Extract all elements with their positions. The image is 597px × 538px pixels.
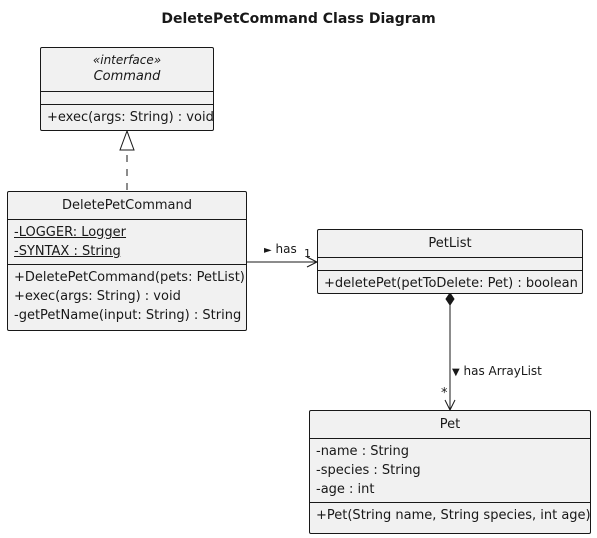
has-arraylist-relation-label: ▼ has ArrayList bbox=[452, 364, 542, 378]
petlist-name: PetList bbox=[428, 236, 472, 251]
pet-field: -age : int bbox=[316, 482, 375, 497]
pet-methods: +Pet(String name, String species, int ag… bbox=[310, 503, 591, 528]
has-arraylist-multiplicity: * bbox=[441, 386, 448, 401]
deletepetcommand-method: -getPetName(input: String) : String bbox=[14, 308, 242, 323]
command-methods: +exec(args: String) : void bbox=[41, 105, 214, 130]
deletepetcommand-method: +exec(args: String) : void bbox=[14, 289, 181, 304]
pet-fields: -name : String -species : String -age : … bbox=[310, 439, 590, 503]
deletepetcommand-field: -SYNTAX : String bbox=[14, 244, 121, 259]
command-fields bbox=[41, 92, 213, 105]
command-stereotype: «interface» bbox=[92, 53, 162, 67]
deletepetcommand-field: -LOGGER: Logger bbox=[14, 225, 127, 240]
realization-arrowhead bbox=[119, 129, 135, 151]
command-header: «interface» Command bbox=[41, 48, 213, 92]
petlist-fields bbox=[318, 258, 582, 271]
command-name: Command bbox=[93, 69, 161, 84]
right-triangle-icon: ► bbox=[264, 245, 272, 256]
pet-header: Pet bbox=[310, 411, 590, 439]
pet-field: -species : String bbox=[316, 463, 421, 478]
deletepetcommand-class-box: DeletePetCommand -LOGGER: Logger -SYNTAX… bbox=[7, 191, 247, 331]
has-label-text: has bbox=[275, 242, 297, 256]
petlist-method: +deletePet(petToDelete: Pet) : boolean bbox=[324, 276, 578, 291]
deletepetcommand-header: DeletePetCommand bbox=[8, 192, 246, 220]
deletepetcommand-method: +DeletePetCommand(pets: PetList) bbox=[14, 270, 245, 285]
deletepetcommand-fields: -LOGGER: Logger -SYNTAX : String bbox=[8, 220, 246, 265]
petlist-class-box: PetList +deletePet(petToDelete: Pet) : b… bbox=[317, 229, 583, 294]
deletepetcommand-name: DeletePetCommand bbox=[62, 198, 192, 213]
pet-field: -name : String bbox=[316, 444, 409, 459]
has-multiplicity: 1 bbox=[304, 247, 311, 260]
petlist-header: PetList bbox=[318, 230, 582, 258]
pet-method: +Pet(String name, String species, int ag… bbox=[316, 508, 591, 523]
deletepetcommand-methods: +DeletePetCommand(pets: PetList) +exec(a… bbox=[8, 265, 246, 328]
down-triangle-icon: ▼ bbox=[452, 367, 460, 378]
has-arraylist-label-text: has ArrayList bbox=[463, 364, 542, 378]
petlist-methods: +deletePet(petToDelete: Pet) : boolean bbox=[318, 271, 582, 296]
pet-class-box: Pet -name : String -species : String -ag… bbox=[309, 410, 591, 534]
diagram-title: DeletePetCommand Class Diagram bbox=[161, 11, 436, 27]
pet-name: Pet bbox=[439, 417, 461, 432]
has-relation-label: ► has bbox=[264, 242, 297, 256]
command-method: +exec(args: String) : void bbox=[47, 110, 214, 125]
command-interface-box: «interface» Command +exec(args: String) … bbox=[40, 47, 214, 131]
